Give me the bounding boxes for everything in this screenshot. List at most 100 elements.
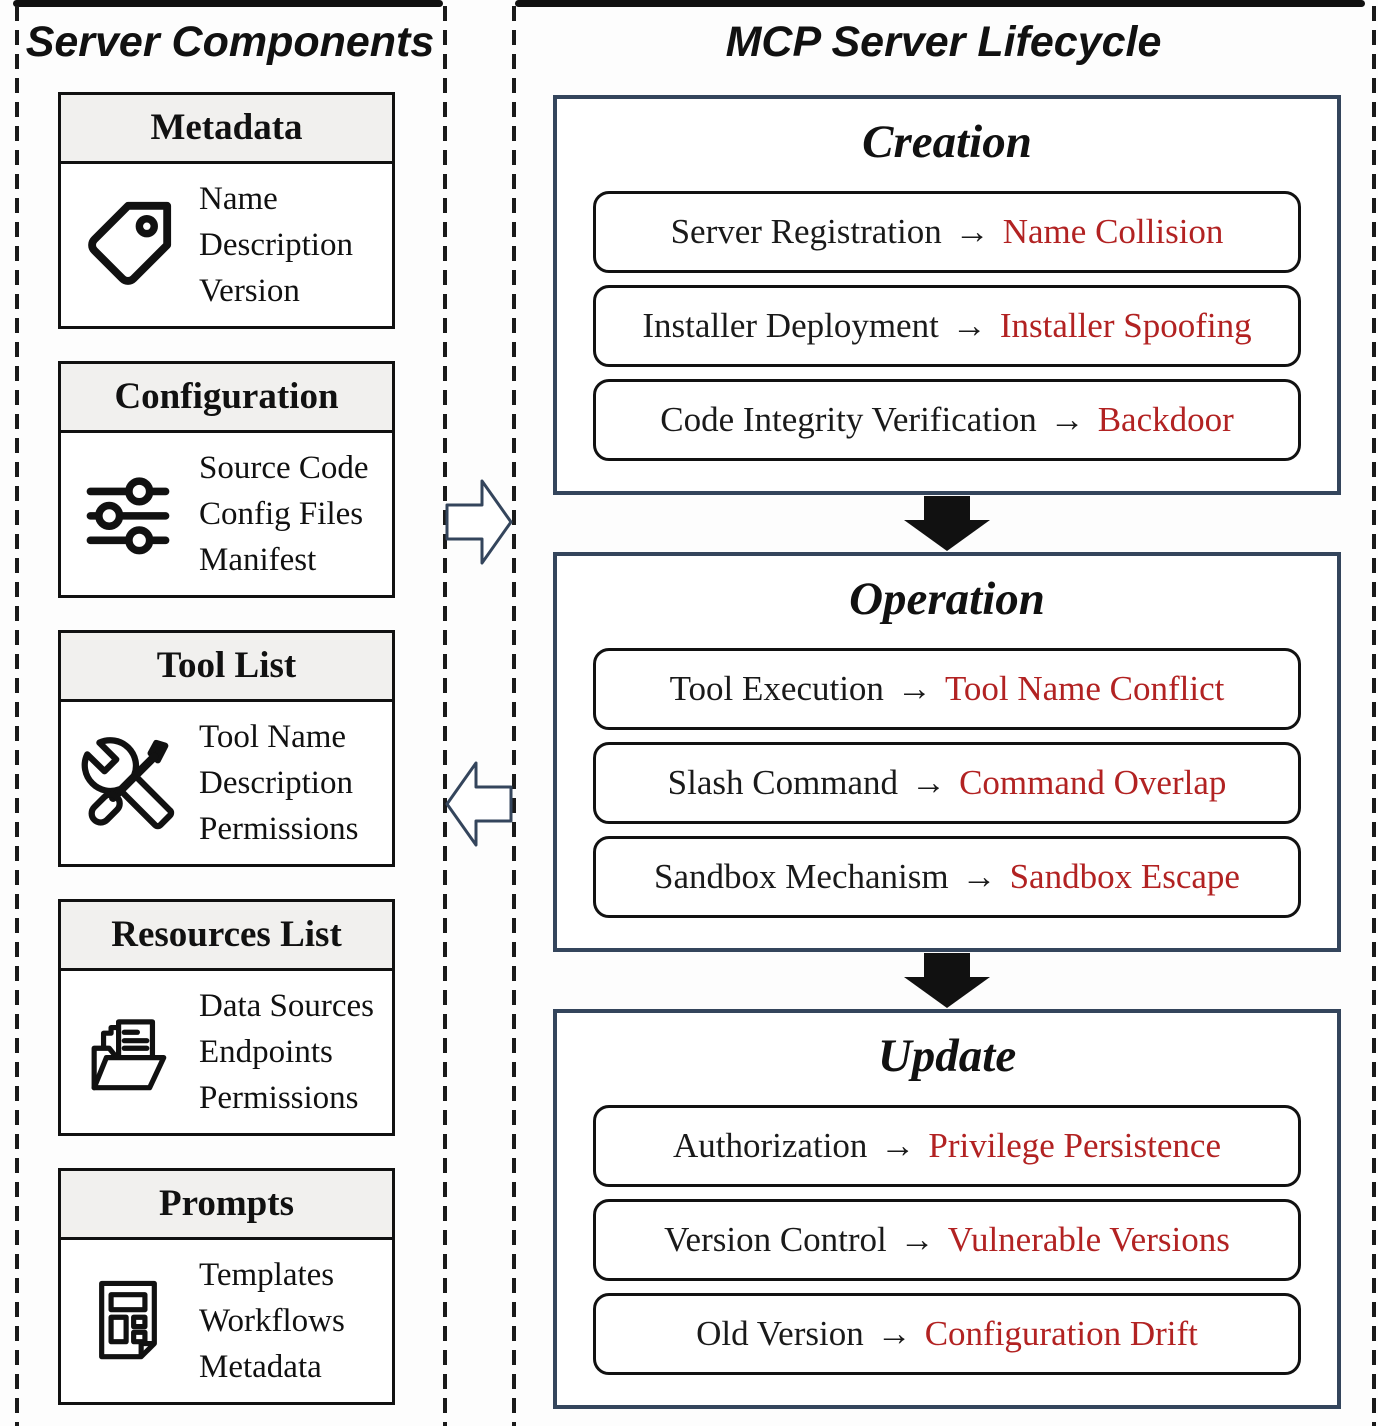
risk-label: Installer Spoofing (999, 306, 1252, 345)
arrow-glyph: → (880, 1126, 916, 1165)
step-box: Installer Deployment → Installer Spoofin… (593, 285, 1301, 367)
component-attribute: Data Sources (199, 988, 375, 1024)
phase-steps: Server Registration → Name Collision Ins… (593, 179, 1301, 473)
folder-icon (81, 1005, 175, 1099)
step-box: Sandbox Mechanism → Sandbox Escape (593, 836, 1301, 918)
component-attribute: Manifest (199, 542, 317, 578)
arrow-glyph: → (961, 857, 997, 896)
step-label: Slash Command (667, 763, 899, 802)
component-header: Configuration (61, 364, 392, 433)
dashed-border (512, 6, 516, 1426)
step-label: Installer Deployment (642, 306, 939, 345)
risk-label: Vulnerable Versions (947, 1220, 1230, 1259)
step-box: Authorization → Privilege Persistence (593, 1105, 1301, 1187)
arrow-glyph: → (911, 763, 947, 802)
phase-creation: Creation Server Registration → Name Coll… (553, 95, 1341, 495)
arrow-glyph: → (1049, 400, 1085, 439)
component-attribute: Templates (199, 1257, 335, 1293)
template-icon (81, 1274, 175, 1368)
step-box: Old Version → Configuration Drift (593, 1293, 1301, 1375)
arrow-glyph: → (899, 1220, 935, 1259)
component-attribute: Permissions (199, 1080, 359, 1116)
step-box: Server Registration → Name Collision (593, 191, 1301, 273)
phase-title: Update (877, 1030, 1017, 1082)
component-attribute: Tool Name (199, 719, 347, 755)
phase-steps: Authorization → Privilege Persistence Ve… (593, 1093, 1301, 1387)
phase-transition (553, 952, 1341, 1009)
step-label: Sandbox Mechanism (654, 857, 949, 896)
dashed-border (15, 6, 19, 1426)
flow-left-arrow-icon (445, 761, 513, 847)
component-attribute: Workflows (199, 1303, 345, 1339)
component-header: Tool List (61, 633, 392, 702)
top-border-bar (13, 0, 443, 7)
component-attribute: Name (199, 181, 278, 217)
phase-title: Creation (862, 116, 1032, 168)
arrow-glyph: → (876, 1314, 912, 1353)
phase-update: Update Authorization → Privilege Persist… (553, 1009, 1341, 1409)
arrow-glyph: → (951, 306, 987, 345)
risk-label: Privilege Persistence (928, 1126, 1221, 1165)
step-label: Old Version (696, 1314, 864, 1353)
tag-icon (81, 198, 175, 292)
component-attribute: Version (199, 273, 300, 309)
risk-label: Tool Name Conflict (944, 669, 1225, 708)
server-components-title: Server Components (25, 18, 435, 66)
risk-label: Name Collision (1002, 212, 1224, 251)
step-label: Version Control (664, 1220, 887, 1259)
risk-label: Sandbox Escape (1009, 857, 1240, 896)
component-attribute: Description (199, 765, 353, 801)
step-box: Version Control → Vulnerable Versions (593, 1199, 1301, 1281)
lifecycle-title: MCP Server Lifecycle (725, 18, 1162, 66)
component-header: Resources List (61, 902, 392, 971)
risk-label: Command Overlap (959, 763, 1227, 802)
component-attribute: Config Files (199, 496, 364, 532)
component-header: Prompts (61, 1171, 392, 1240)
risk-label: Configuration Drift (924, 1314, 1198, 1353)
step-box: Code Integrity Verification → Backdoor (593, 379, 1301, 461)
step-box: Tool Execution → Tool Name Conflict (593, 648, 1301, 730)
component-attribute: Permissions (199, 811, 359, 847)
step-label: Code Integrity Verification (660, 400, 1037, 439)
step-label: Authorization (673, 1126, 868, 1165)
down-arrow-icon (904, 953, 990, 1008)
phase-title: Operation (849, 573, 1045, 625)
step-label: Server Registration (670, 212, 942, 251)
arrow-glyph: → (896, 669, 932, 708)
dashed-border (443, 6, 447, 1426)
dashed-border (1372, 6, 1376, 1426)
phase-transition (553, 495, 1341, 552)
component-attribute: Endpoints (199, 1034, 333, 1070)
lifecycle-panel: Creation Server Registration → Name Coll… (553, 95, 1341, 1409)
risk-label: Backdoor (1097, 400, 1234, 439)
step-label: Tool Execution (669, 669, 884, 708)
step-box: Slash Command → Command Overlap (593, 742, 1301, 824)
component-attribute: Description (199, 227, 353, 263)
component-header: Metadata (61, 95, 392, 164)
sliders-icon (81, 467, 175, 561)
component-attribute: Source Code (199, 450, 369, 486)
flow-right-arrow-icon (445, 479, 513, 565)
tools-icon (81, 736, 175, 830)
phase-operation: Operation Tool Execution → Tool Name Con… (553, 552, 1341, 952)
top-border-bar (515, 0, 1365, 7)
component-attribute: Metadata (199, 1349, 322, 1385)
down-arrow-icon (904, 496, 990, 551)
arrow-glyph: → (954, 212, 990, 251)
